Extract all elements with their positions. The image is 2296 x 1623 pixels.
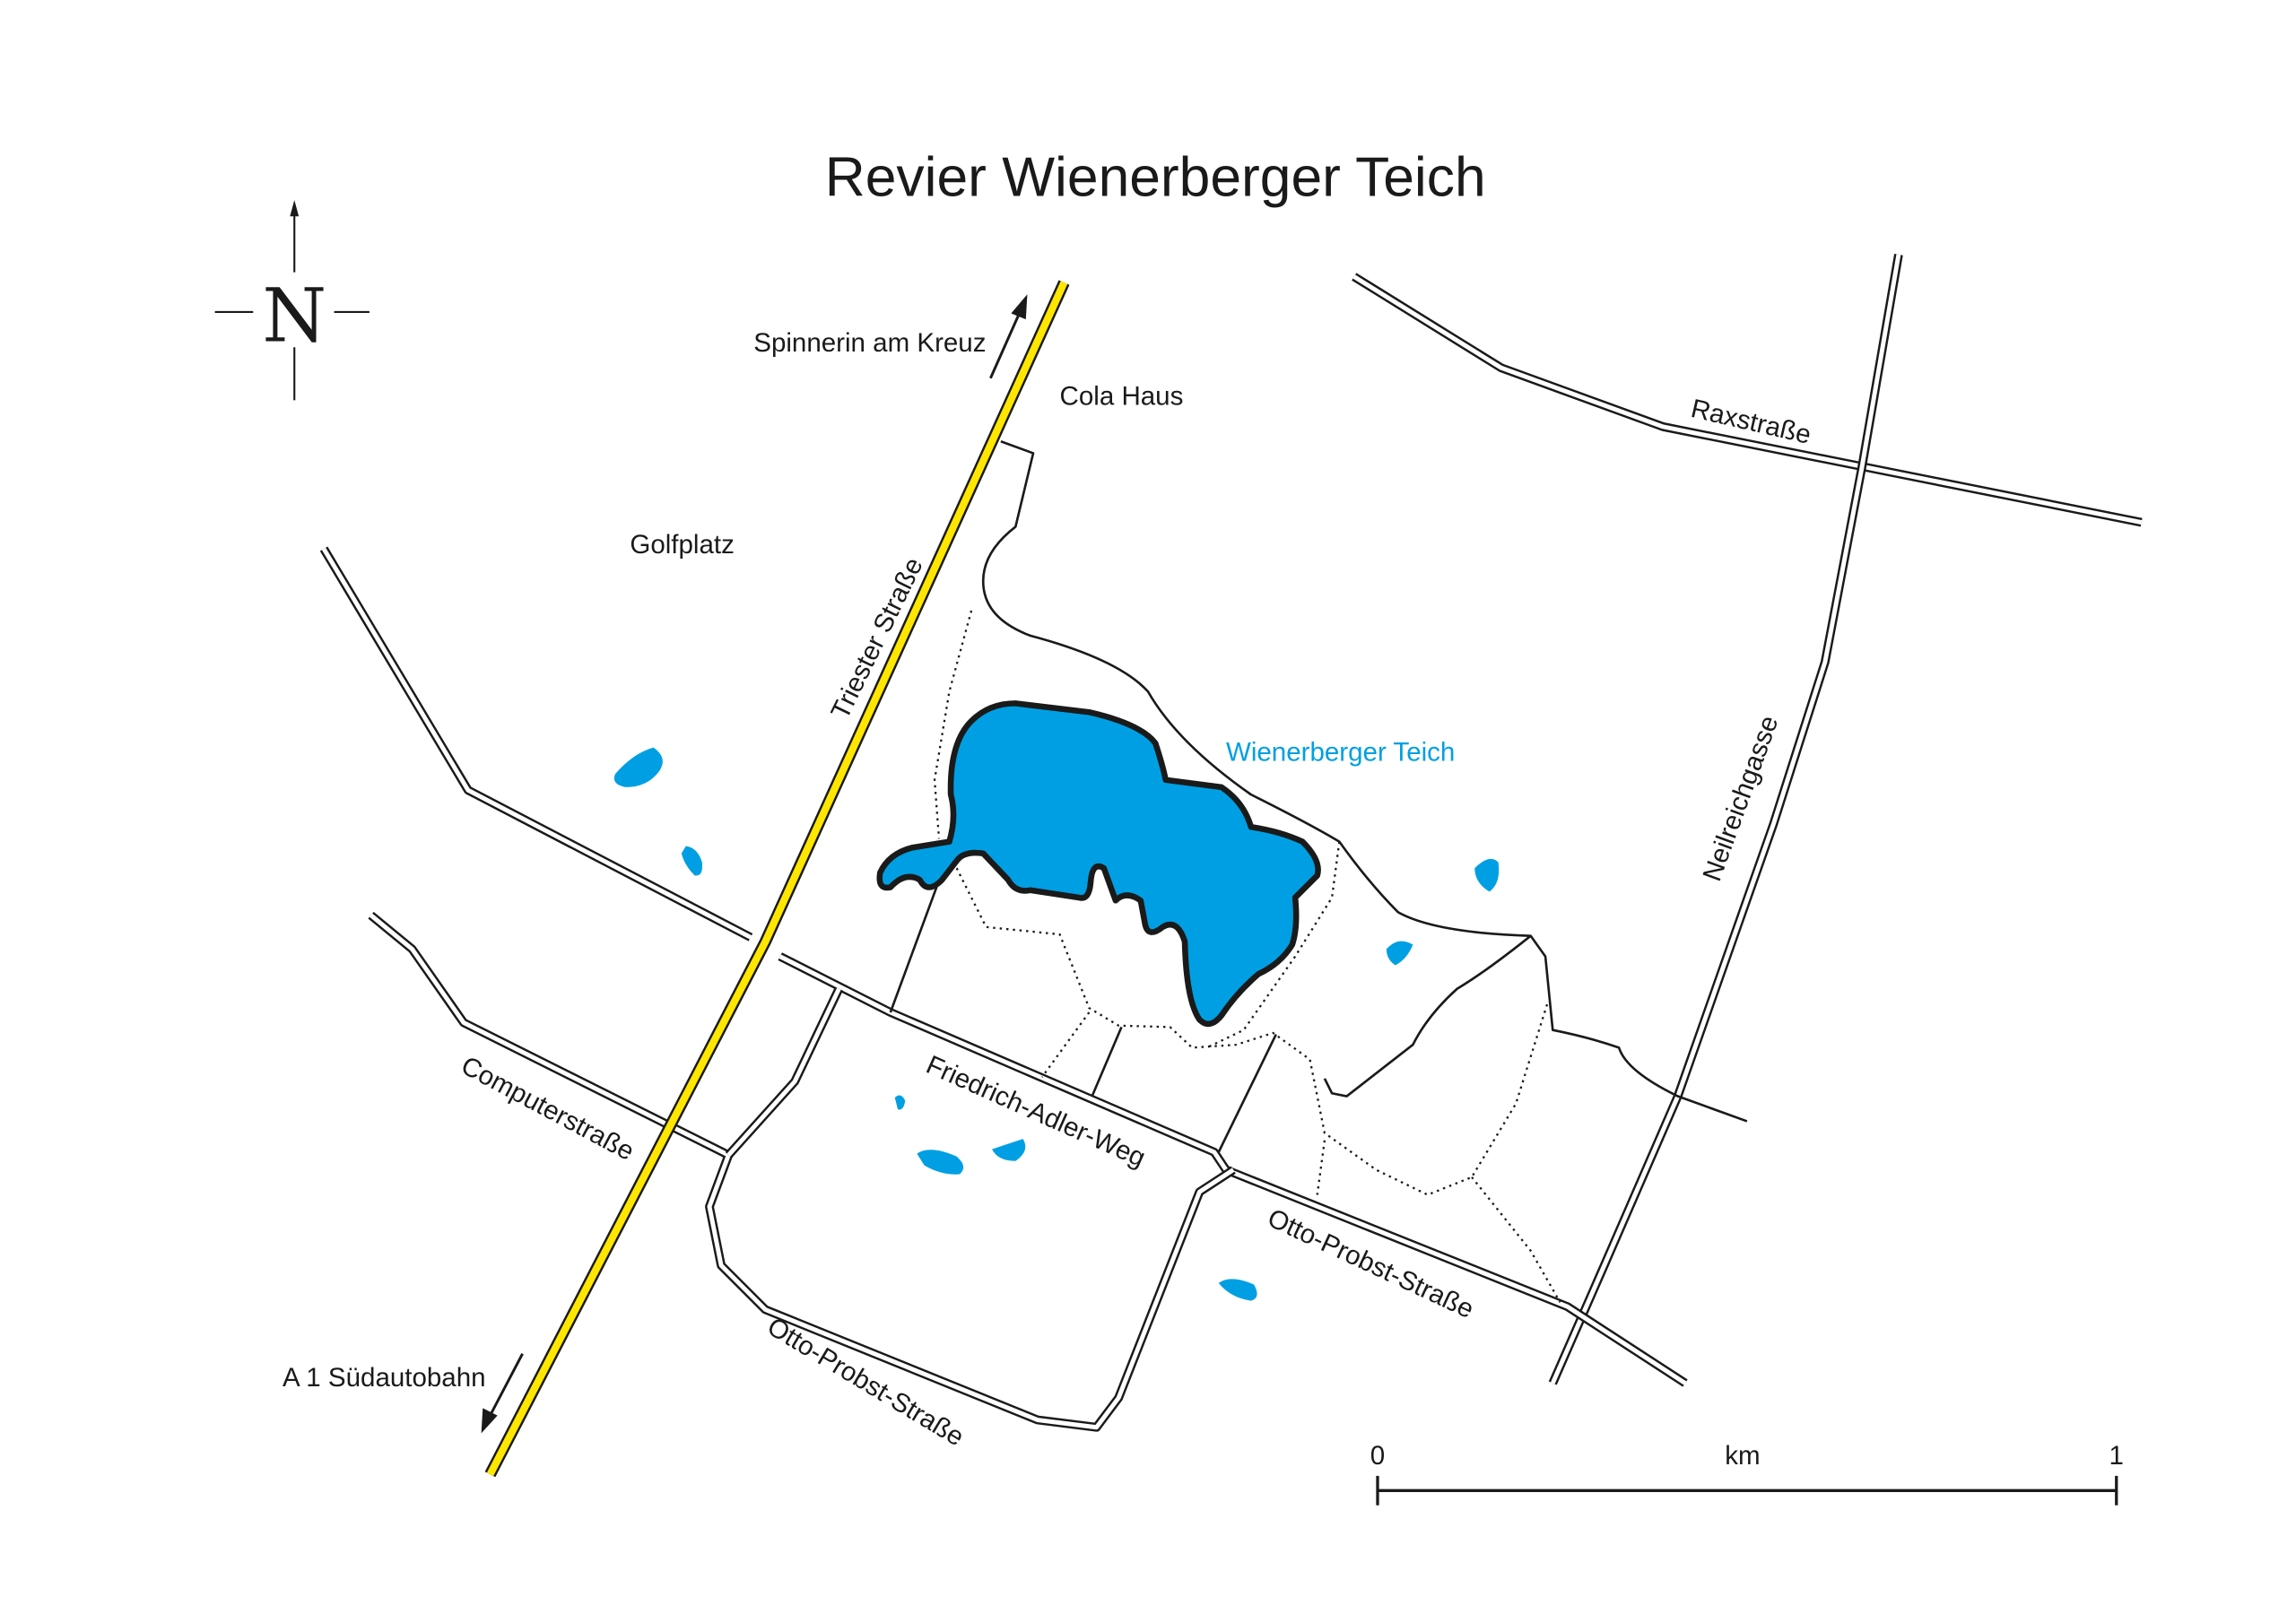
- connector-road: [725, 986, 843, 1159]
- label-a1-suedautobahn: A 1 Südautobahn: [283, 1363, 486, 1393]
- label-spinnerin: Spinnerin am Kreuz: [753, 328, 986, 358]
- label-wienerberger-teich: Wienerberger Teich: [1226, 737, 1455, 767]
- label-otto-probst-strasse-east: Otto-Probst-Straße: [1263, 1203, 1478, 1324]
- map-title: Revier Wienerberger Teich: [825, 146, 1486, 208]
- arrow-up-icon: [989, 294, 1028, 379]
- label-neilreichgasse: Neilreichgasse: [1697, 712, 1784, 885]
- roads: [319, 254, 2143, 1478]
- small-ponds: [613, 747, 1500, 1301]
- scale-end: 1: [2109, 1441, 2124, 1471]
- raxstrasse-road: [1352, 273, 2143, 527]
- footpaths: [889, 440, 1748, 1303]
- scale-start: 0: [1370, 1441, 1385, 1471]
- arrow-down-icon: [481, 1353, 524, 1434]
- label-cola-haus: Cola Haus: [1060, 381, 1184, 411]
- label-golfplatz: Golfplatz: [630, 530, 734, 560]
- golfplatz-road: [319, 546, 753, 942]
- svg-text:N: N: [262, 274, 326, 360]
- scale-bar: 0 km 1: [1370, 1441, 2124, 1506]
- north-arrow-icon: N: [214, 200, 370, 401]
- wienerberger-teich-pond: [876, 700, 1321, 1028]
- scale-unit: km: [1725, 1441, 1760, 1471]
- triester-strasse-highway: [484, 280, 1070, 1478]
